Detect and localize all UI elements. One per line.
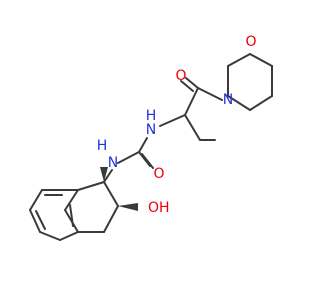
morpholine-ring bbox=[227, 53, 273, 111]
bond bbox=[103, 181, 119, 207]
bond bbox=[64, 189, 79, 211]
morpholine-oxygen-label: O bbox=[245, 34, 256, 50]
hydroxyl-label: OH bbox=[148, 200, 170, 216]
indane-five-ring bbox=[77, 167, 138, 233]
bond bbox=[197, 87, 223, 101]
molecule-canvas: O N O H N O H N OH bbox=[29, 34, 273, 241]
bond bbox=[185, 77, 199, 89]
bond bbox=[159, 114, 186, 127]
wedge-bond bbox=[118, 203, 138, 211]
bond bbox=[39, 231, 61, 241]
amide-h-upper-label: H bbox=[146, 108, 157, 124]
bond bbox=[227, 53, 251, 67]
bond bbox=[227, 95, 251, 111]
bond bbox=[35, 210, 46, 230]
bond bbox=[249, 95, 273, 111]
bond bbox=[184, 87, 199, 116]
bond bbox=[180, 80, 194, 92]
morpholine-nitrogen-label: N bbox=[223, 92, 233, 108]
indane-benzene-ring bbox=[29, 189, 79, 241]
bond bbox=[138, 137, 148, 153]
bond bbox=[184, 114, 201, 141]
bond bbox=[141, 153, 154, 169]
bond bbox=[69, 204, 74, 227]
urea-oxygen-label: O bbox=[153, 166, 164, 182]
wedge-bond bbox=[100, 167, 108, 182]
carbonyl-oxygen-label: O bbox=[175, 68, 186, 84]
bond bbox=[103, 205, 119, 233]
molecule-structure: O N O H N O H N OH bbox=[29, 34, 273, 241]
bond bbox=[138, 151, 151, 167]
bond bbox=[77, 181, 105, 191]
atom-labels: O N O H N O H N OH bbox=[97, 34, 257, 216]
bond bbox=[29, 189, 43, 211]
bond bbox=[249, 53, 273, 67]
bond bbox=[103, 169, 113, 183]
bond bbox=[117, 151, 140, 164]
side-chain bbox=[159, 77, 223, 141]
bond bbox=[59, 231, 79, 241]
amide-n-upper-label: N bbox=[146, 122, 156, 138]
urea-core bbox=[103, 137, 154, 183]
amide-h-lower-label: H bbox=[97, 138, 108, 154]
amide-n-lower-label: N bbox=[108, 155, 118, 171]
bond bbox=[29, 209, 41, 233]
